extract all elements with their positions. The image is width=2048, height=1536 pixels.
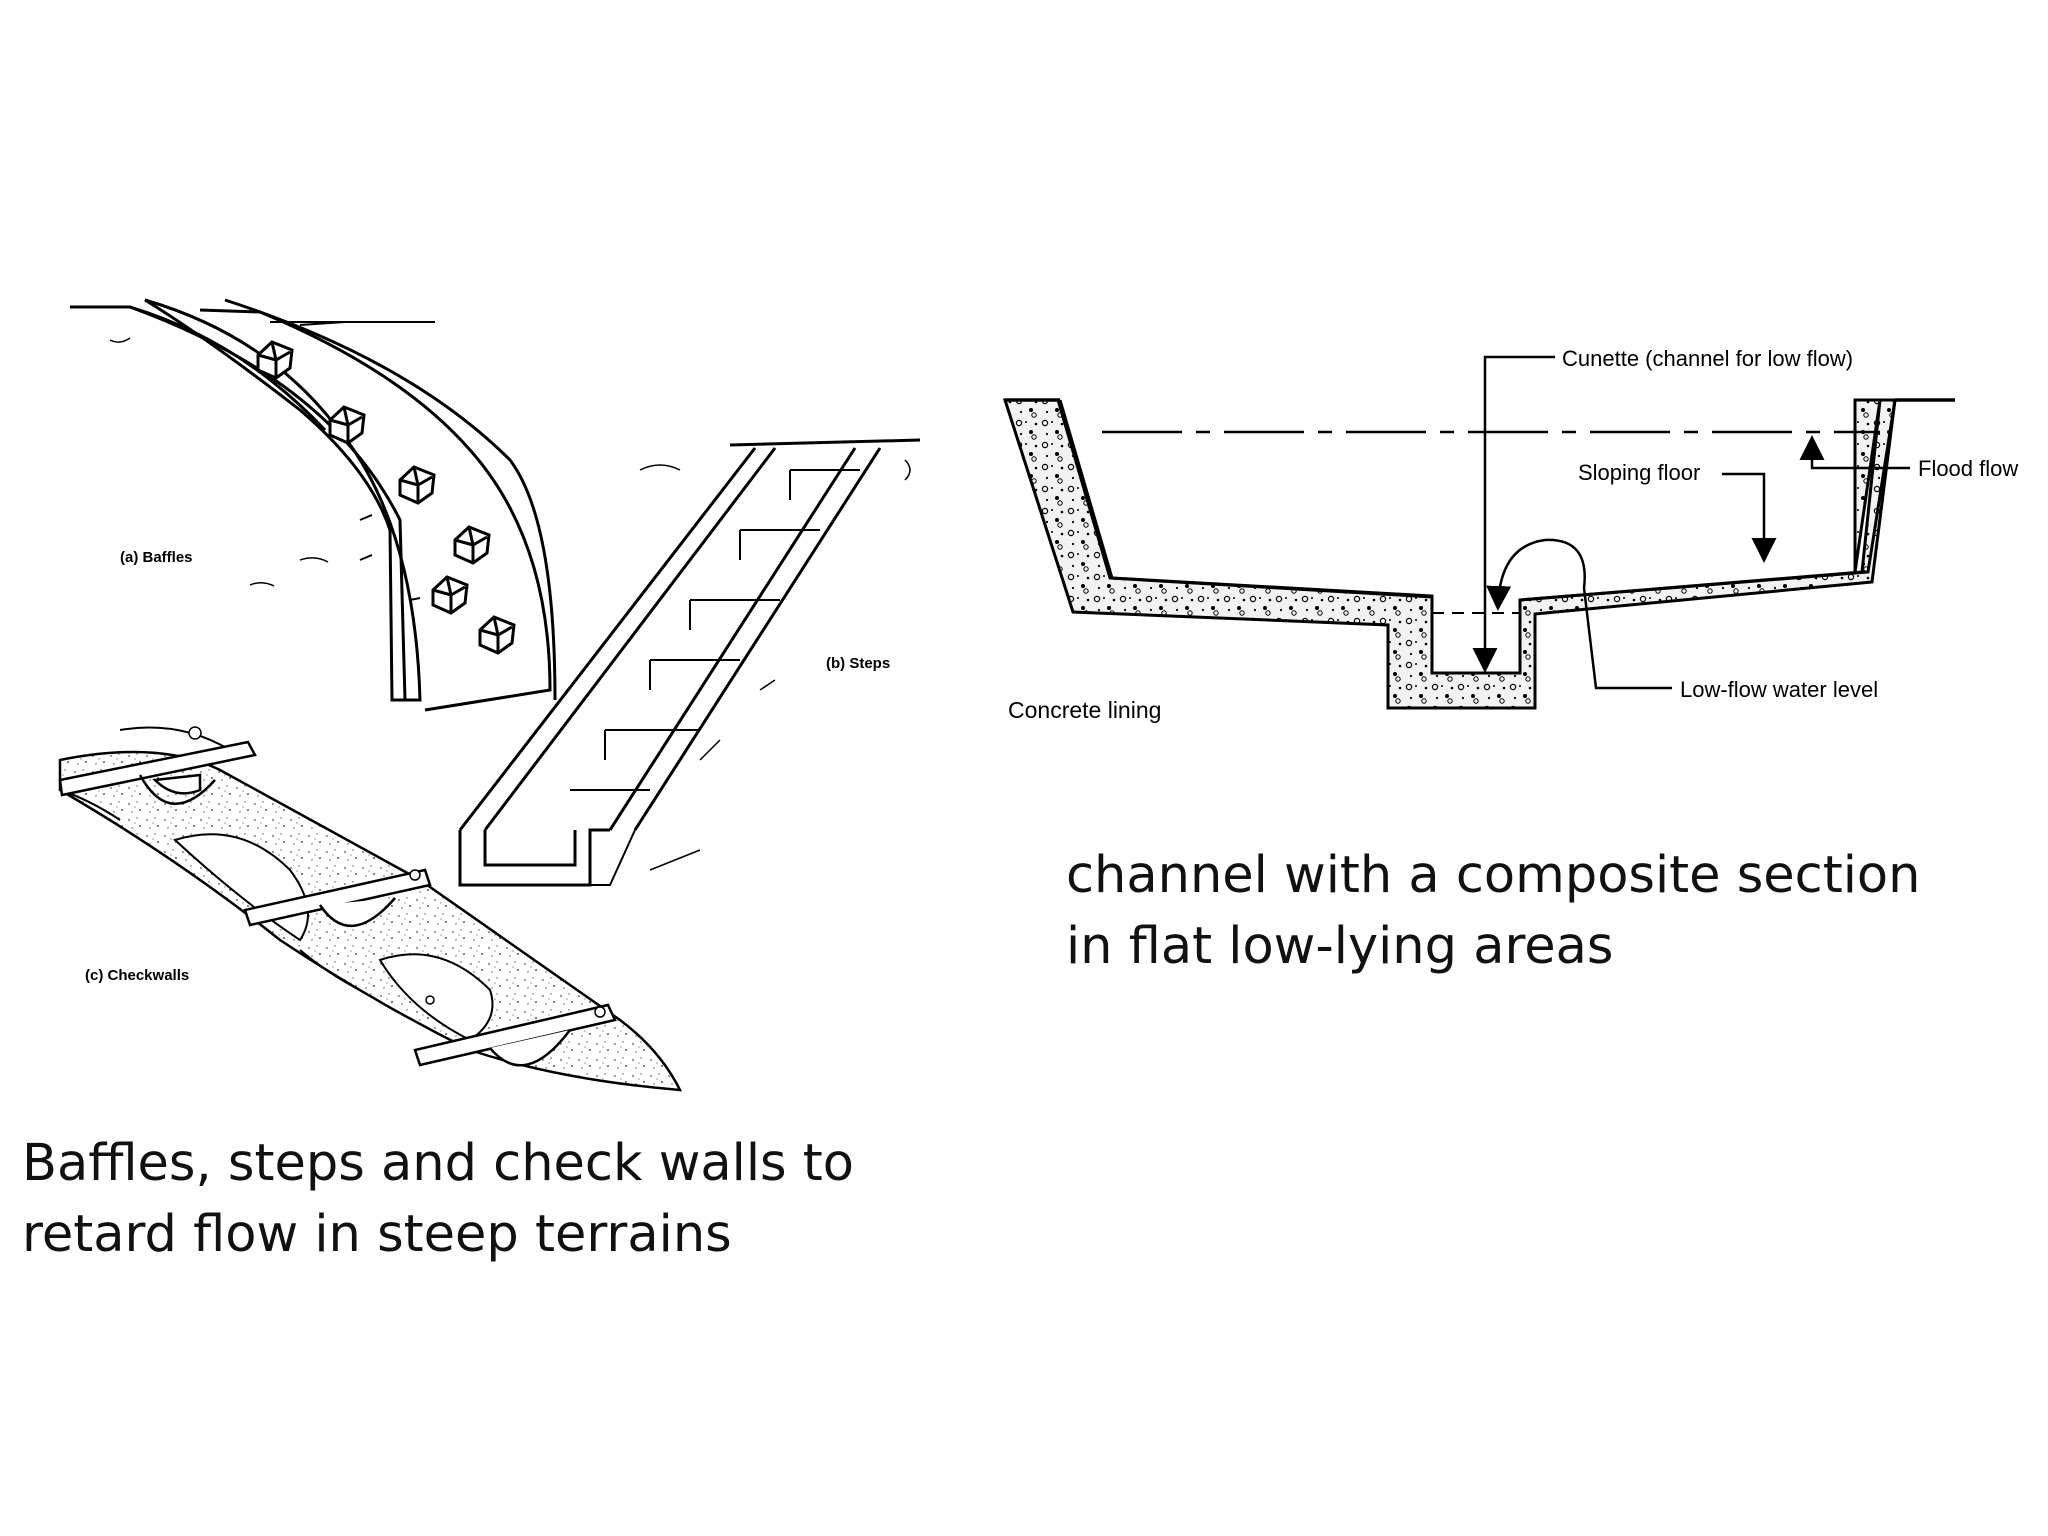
- baffle-block: [256, 340, 294, 380]
- baffle-block: [398, 465, 436, 505]
- baffle-block: [431, 575, 469, 615]
- label-flood-flow: Flood flow: [1918, 456, 2018, 481]
- baffle-block: [453, 525, 491, 565]
- label-sloping-floor: Sloping floor: [1578, 460, 1700, 485]
- checkwall: [413, 1003, 617, 1067]
- label-concrete-lining: Concrete lining: [1008, 697, 1161, 723]
- checkwall: [58, 740, 257, 806]
- baffles-drawing: [70, 298, 557, 712]
- steps-drawing: [458, 438, 921, 887]
- checkwall: [243, 868, 432, 928]
- baffle-block: [478, 615, 516, 655]
- composite-channel-section: [1002, 355, 1955, 710]
- label-checkwalls: (c) Checkwalls: [85, 967, 189, 984]
- concrete-lining: [1002, 398, 1925, 710]
- baffle-block: [328, 405, 366, 445]
- caption-composite-section: channel with a composite section in flat…: [1066, 846, 1921, 976]
- label-baffles: (a) Baffles: [120, 549, 193, 566]
- checkwalls-drawing: [58, 726, 683, 1092]
- label-steps: (b) Steps: [826, 655, 890, 672]
- label-low-flow-level: Low-flow water level: [1680, 677, 1878, 702]
- label-cunette: Cunette (channel for low flow): [1562, 346, 1853, 371]
- caption-steep-terrains: Baffles, steps and check walls to retard…: [22, 1134, 854, 1264]
